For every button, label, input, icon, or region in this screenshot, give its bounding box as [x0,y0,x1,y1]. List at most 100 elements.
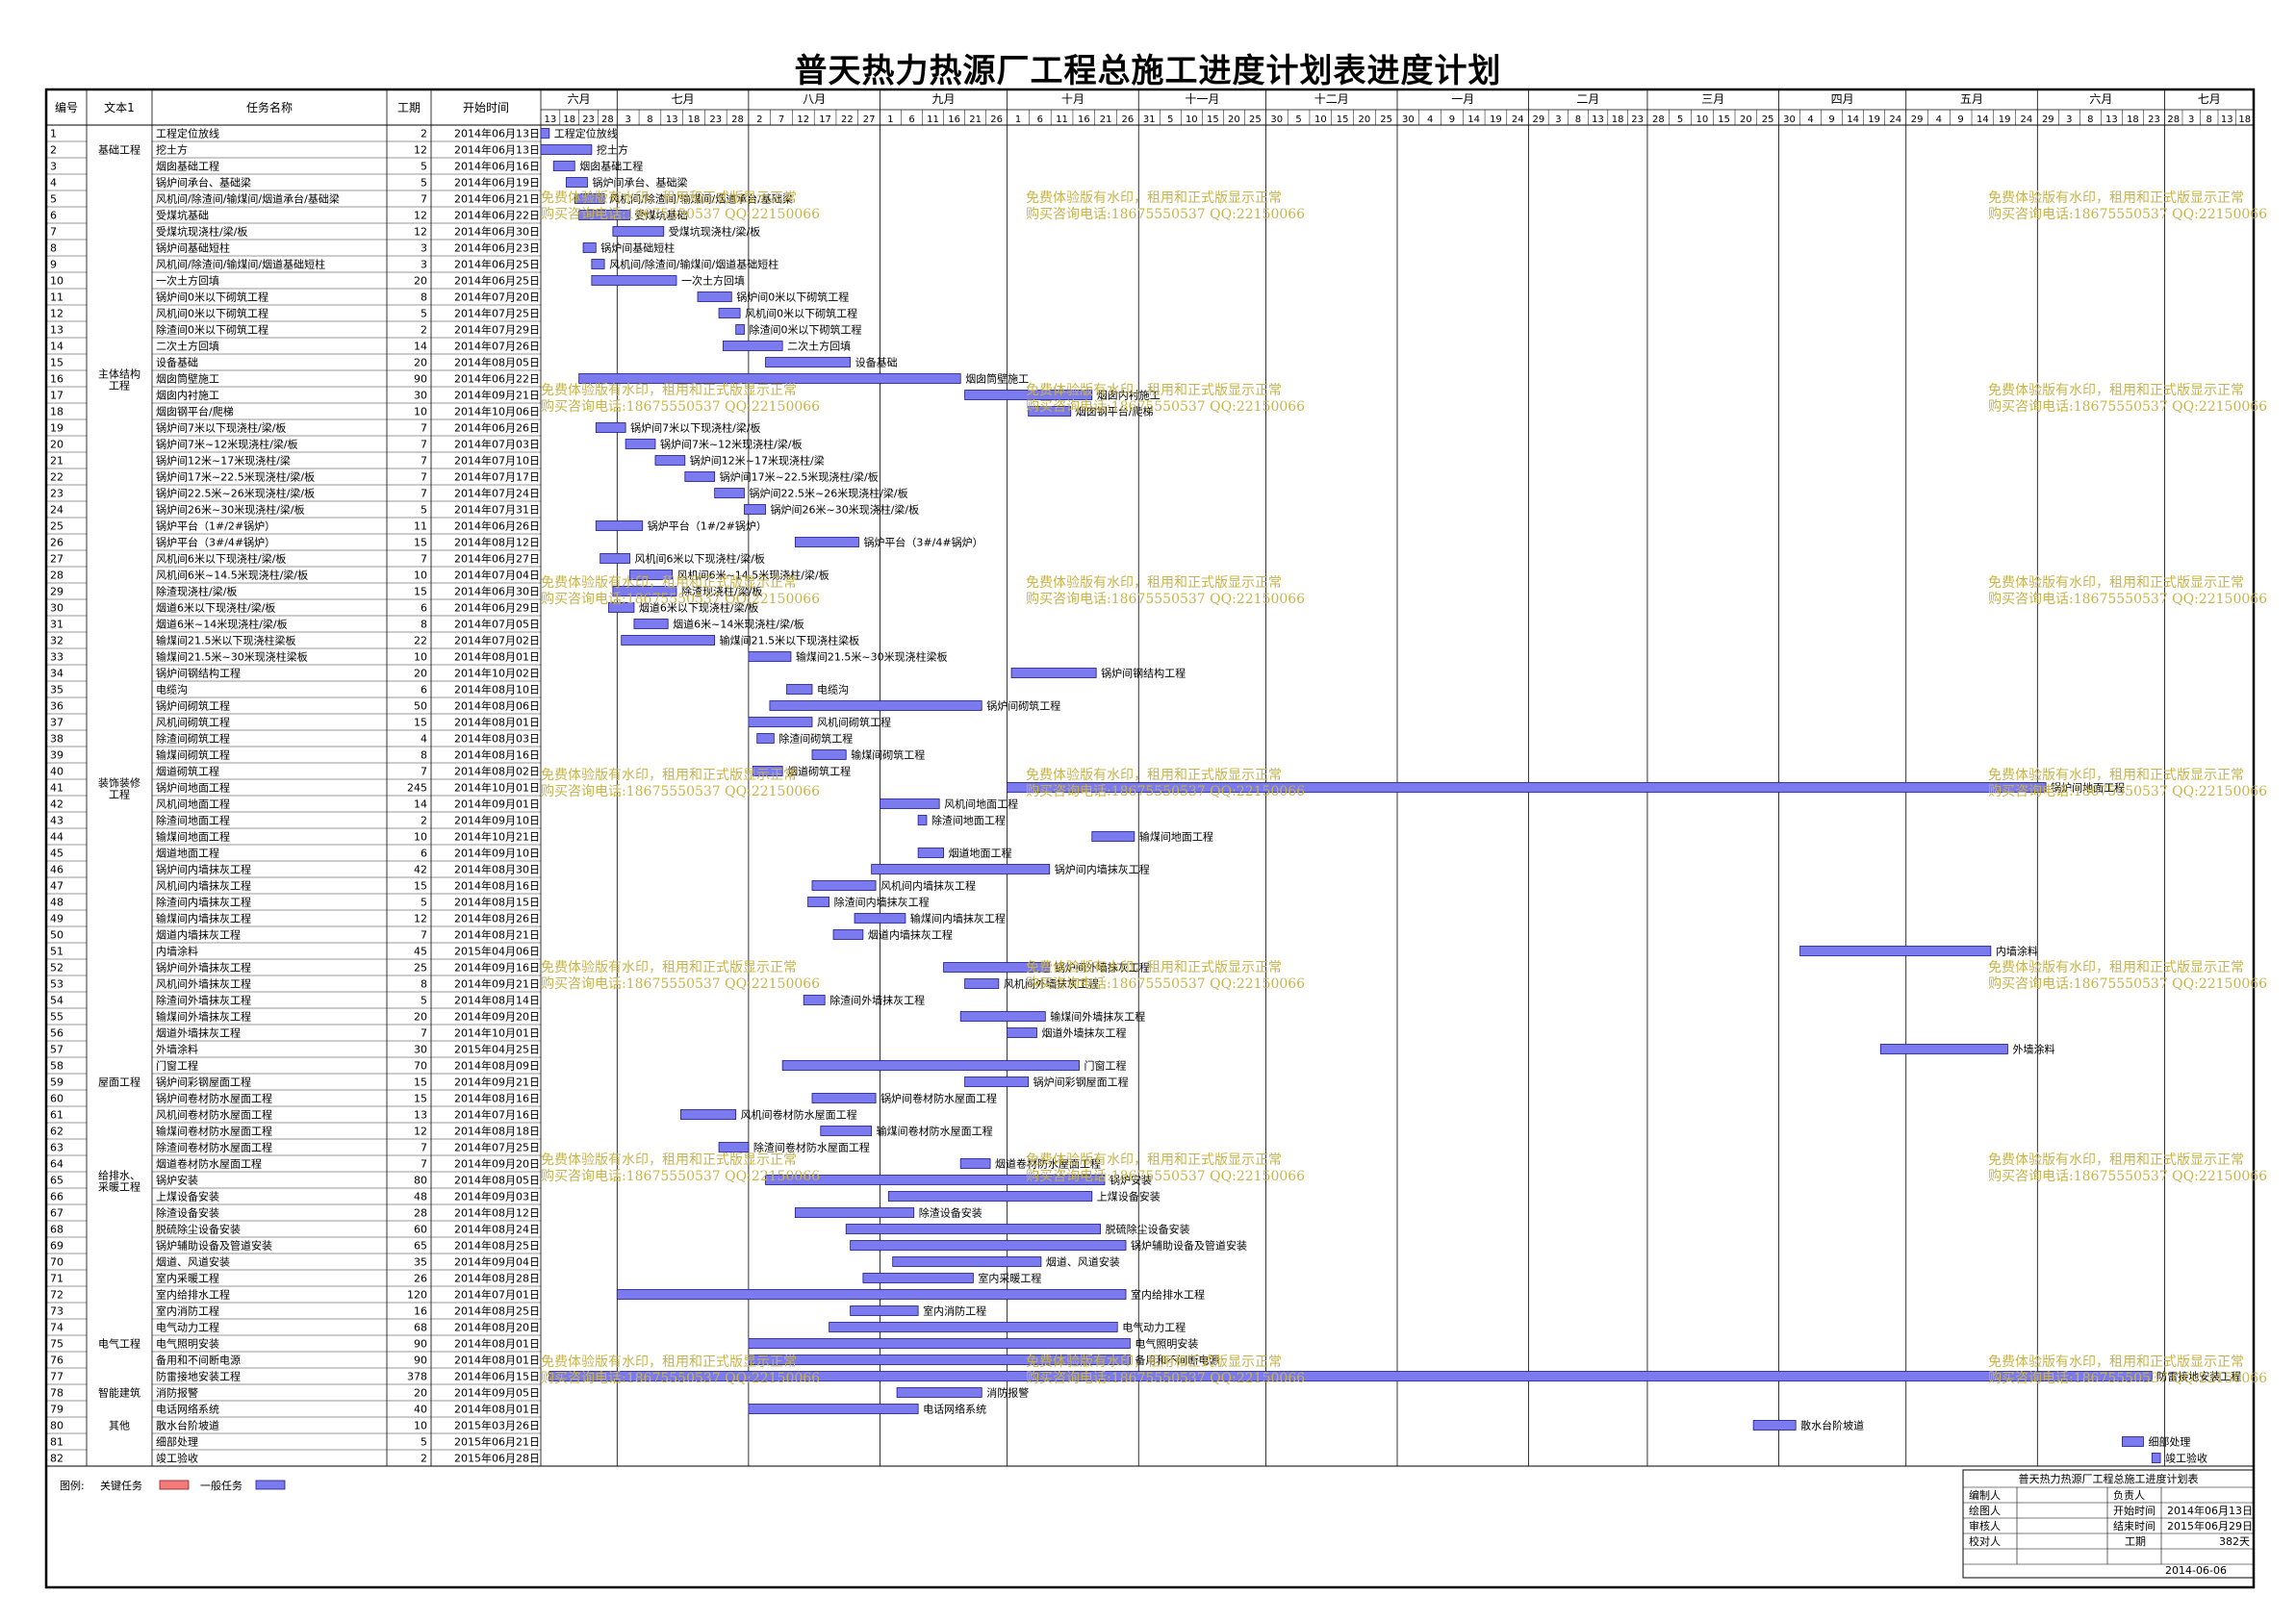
task-start: 2015年04月25日 [454,1043,540,1056]
task-bar [633,619,669,629]
task-duration: 5 [421,897,427,909]
task-id: 10 [50,275,64,288]
task-duration: 3 [421,259,427,271]
title-block-left-label: 审核人 [1969,1519,2001,1532]
task-bar [862,1273,974,1283]
task-bar-label: 风机间/除渣间/输煤间/烟道承台/基础梁 [609,192,793,206]
watermark-line1: 免费体验版有水印，租用和正式版显示正常 [1988,1355,2244,1370]
task-duration: 2 [421,128,427,140]
task-duration: 12 [414,210,427,222]
task-start: 2014年09月20日 [454,1010,540,1024]
task-bar [1799,946,1992,956]
task-duration: 28 [414,1207,427,1220]
task-name: 风机间6米~14.5米现浇柱/梁/板 [156,569,308,582]
watermark-line2: 购买咨询电话:18675550537 QQ:22150066 [1026,1169,1305,1184]
task-name: 烟道卷材防水屋面工程 [156,1157,262,1171]
day-label: 16 [948,114,960,125]
task-bar-label: 烟囱钢平台/爬梯 [1076,405,1154,418]
day-label: 9 [1449,114,1455,125]
task-bar-label: 锅炉间钢结构工程 [1101,667,1186,680]
task-bar [748,651,792,662]
task-start: 2015年03月26日 [454,1419,540,1432]
day-label: 3 [1555,114,1561,125]
task-bar [578,373,961,384]
task-name: 电气动力工程 [156,1321,219,1334]
task-start: 2014年07月20日 [454,291,540,304]
task-duration: 7 [421,422,427,435]
task-id: 36 [50,700,64,713]
task-bar-label: 受煤坑现浇柱/梁/板 [669,225,760,239]
task-duration: 6 [421,848,427,860]
task-start: 2014年08月01日 [454,1337,540,1351]
task-duration: 8 [421,749,427,762]
task-id: 18 [50,406,64,418]
task-duration: 2 [421,324,427,337]
task-bar-label: 除渣间地面工程 [931,814,1006,827]
watermark-line1: 免费体验版有水印，租用和正式版显示正常 [1026,190,1282,206]
watermark-line1: 免费体验版有水印，租用和正式版显示正常 [1026,960,1282,975]
legend-critical-swatch [159,1480,190,1490]
task-bar-label: 锅炉间12米~17米现浇柱/梁 [690,454,825,468]
day-label: 10 [1186,114,1198,125]
day-label: 4 [1807,114,1813,125]
day-label: 5 [1167,114,1173,125]
task-start: 2014年08月01日 [454,1354,540,1367]
task-name: 工程定位放线 [156,127,219,140]
task-name: 烟囱内衬施工 [156,389,219,402]
column-header: 编号 [55,100,78,114]
task-bar [829,1322,1118,1332]
task-name: 风机间内墙抹灰工程 [156,879,251,893]
task-id: 47 [50,880,64,893]
task-name: 电话网络系统 [156,1403,219,1416]
task-start: 2014年07月04日 [454,569,540,582]
day-label: 18 [2238,114,2251,125]
task-bar [595,422,626,433]
day-label: 8 [2087,114,2093,125]
task-id: 69 [50,1240,64,1253]
task-bar [714,488,745,498]
task-bar-label: 内墙涂料 [1996,945,2038,958]
task-duration: 50 [414,700,427,713]
task-name: 受煤坑基础 [156,209,209,222]
task-start: 2014年06月30日 [454,225,540,239]
day-label: 23 [709,114,722,125]
task-start: 2014年06月13日 [454,143,540,157]
task-name: 除渣间内墙抹灰工程 [156,896,251,909]
task-duration: 90 [414,1355,427,1367]
task-name: 外墙涂料 [156,1043,198,1056]
task-id: 14 [50,341,64,353]
task-name: 锅炉间外墙抹灰工程 [156,961,251,975]
task-duration: 20 [414,275,427,288]
task-bar [595,520,644,531]
title-block-start-label: 开始时间 [2113,1504,2156,1517]
task-id: 62 [50,1126,64,1138]
task-bar-label: 锅炉间26米~30米现浇柱/梁/板 [771,503,920,517]
title-block-start-value: 2014年06月13日 [2167,1504,2253,1517]
task-name: 风机间/除渣间/输煤间/烟道承台/基础梁 [156,192,340,206]
task-id: 20 [50,439,64,451]
task-start: 2014年06月22日 [454,372,540,386]
day-label: 18 [2127,114,2139,125]
task-id: 66 [50,1191,64,1203]
task-id: 77 [50,1371,64,1383]
group-label: 其他 [109,1420,130,1432]
watermark-line1: 免费体验版有水印，租用和正式版显示正常 [541,960,797,975]
task-duration: 10 [414,651,427,664]
task-duration: 22 [414,635,427,647]
task-name: 烟道外墙抹灰工程 [156,1026,241,1040]
task-duration: 15 [414,880,427,893]
title-block-date: 2014-06-06 [2165,1564,2227,1577]
task-bar-label: 细部处理 [2148,1435,2190,1449]
task-bar-label: 风机间6米以下现浇柱/梁/板 [635,552,765,566]
task-start: 2014年08月14日 [454,994,540,1007]
day-label: 30 [1270,114,1283,125]
title-block-duration-value: 382天 [2219,1535,2250,1548]
task-start: 2014年06月21日 [454,192,540,206]
group-label: 智能建筑 [98,1386,140,1400]
day-label: 4 [1427,114,1433,125]
task-name: 输煤间地面工程 [156,830,230,844]
day-label: 23 [582,114,595,125]
day-label: 28 [1652,114,1665,125]
task-id: 61 [50,1109,64,1122]
task-bar-label: 风机间/除渣间/输煤间/烟道基础短柱 [609,258,778,271]
